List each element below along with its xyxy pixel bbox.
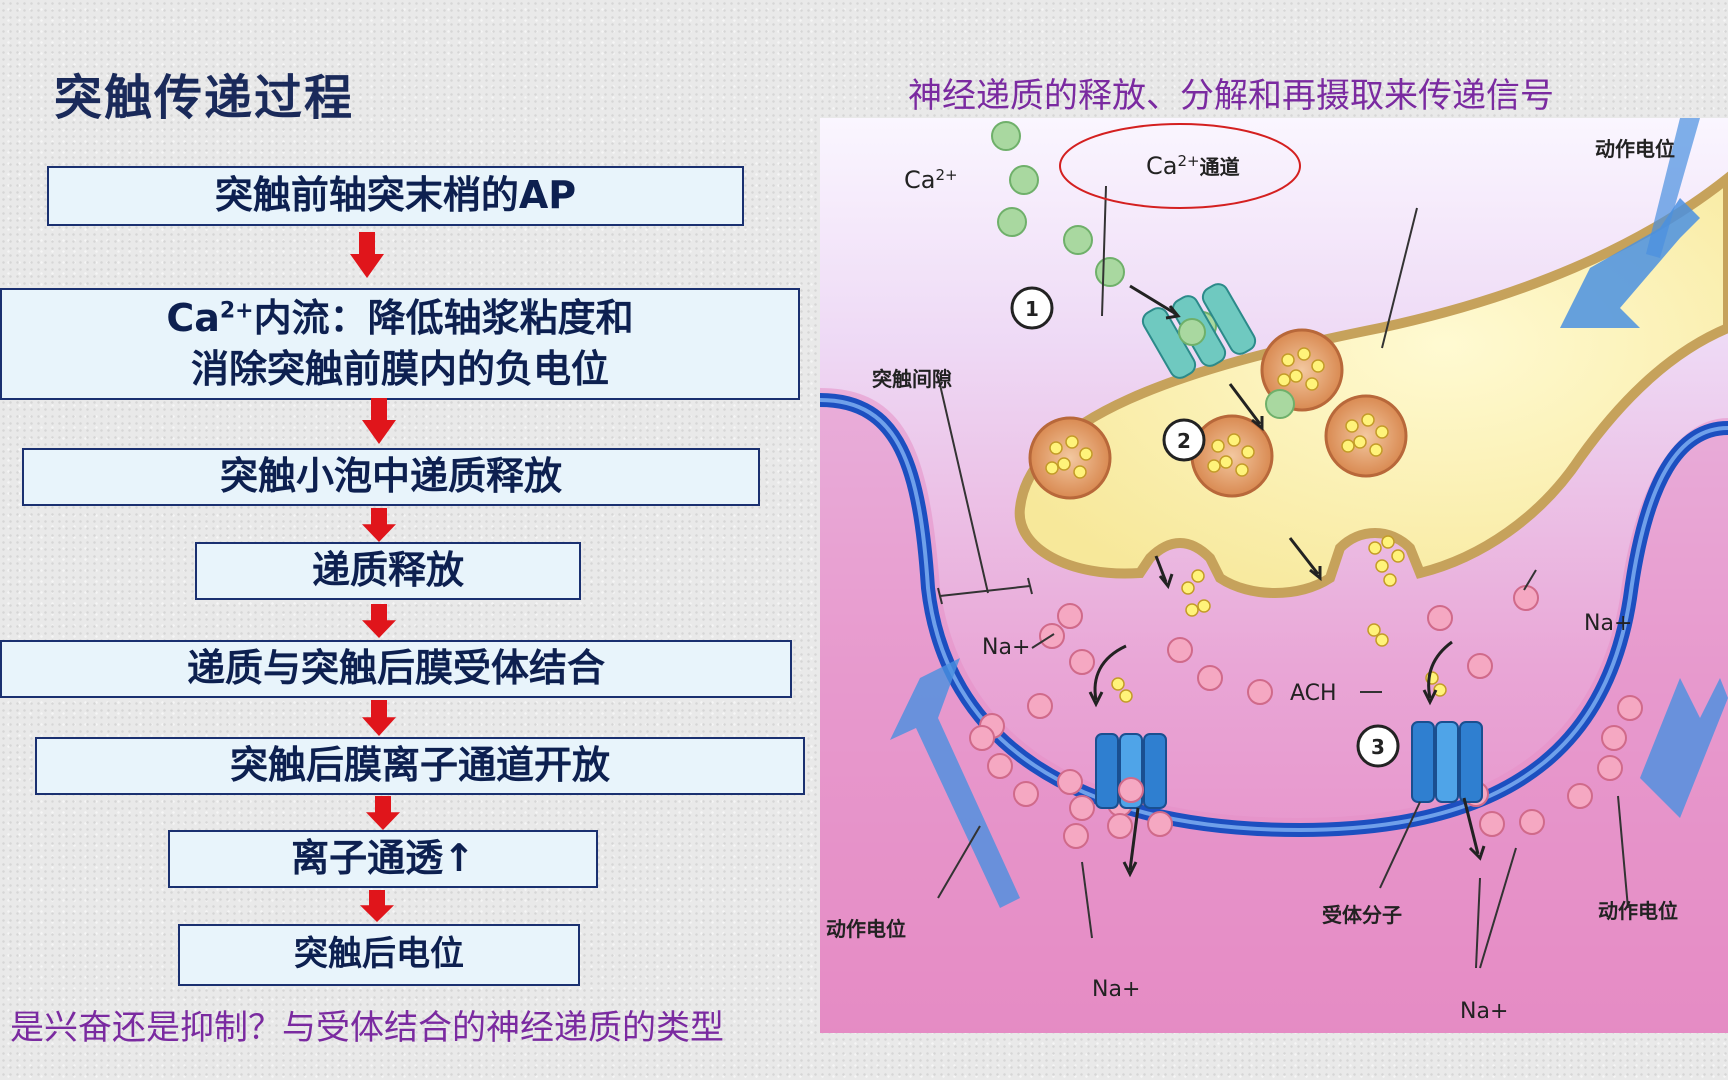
flow-step-7-text: 离子通透↑ [291,836,475,881]
step-3-number: 3 [1371,735,1385,759]
flow-step-3-text: 突触小泡中递质释放 [219,454,562,499]
flow-step-2-line1: Ca2+内流：降低轴浆粘度和 [166,295,634,340]
flow-step-5: 递质与突触后膜受体结合 [0,640,792,698]
na-label-bottom-right: Na+ [1460,999,1508,1024]
flow-step-1: 突触前轴突末梢的AP [47,166,744,226]
na-label-right: Na+ [1584,611,1632,636]
page-title: 突触传递过程 [54,70,355,126]
down-arrow-icon [360,890,394,936]
calcium-channel [1141,283,1257,379]
flow-step-4: 递质释放 [195,542,581,600]
flow-step-1-text: 突触前轴突末梢的AP [214,173,577,218]
leader-lines [937,185,1629,969]
flow-arrows [1088,284,1486,878]
down-arrow-icon [362,398,396,444]
highlight-ellipse [1059,123,1301,209]
down-arrow-icon [362,508,396,554]
action-potential-top-label: 动作电位 [1595,137,1675,161]
flow-step-6: 突触后膜离子通道开放 [35,737,805,795]
synapse-diagram: Ca2+ Ca2+通道 动作电位 突触间隙 1 2 3 Na+ Na+ ACH … [819,118,1728,1033]
ca-label: Ca2+ [904,166,958,194]
postsynaptic-membrane-highlight [819,398,1728,833]
na-label-left: Na+ [982,635,1030,660]
flow-step-2-line2: 消除突触前膜内的负电位 [190,347,609,391]
down-arrow-icon [362,604,396,650]
na-label-bottom-left: Na+ [1092,977,1140,1002]
calcium-ions [991,121,1295,419]
flow-step-4-text: 递质释放 [311,548,464,593]
action-potential-left-label: 动作电位 [826,917,906,941]
presynaptic-terminal [1014,171,1728,598]
flow-step-5-text: 递质与突触后膜受体结合 [186,646,605,691]
flow-step-8-text: 突触后电位 [294,934,464,975]
flow-step-3: 突触小泡中递质释放 [22,448,760,506]
down-arrow-icon [350,232,384,278]
step-2-number: 2 [1177,429,1191,453]
down-arrow-icon [366,796,400,842]
synaptic-cleft-label: 突触间隙 [872,367,952,391]
ach-label: ACH [1290,681,1337,706]
postsynaptic-region [820,388,1728,1033]
receptor-channel-right [1411,721,1483,803]
flow-step-2: Ca2+内流：降低轴浆粘度和 消除突触前膜内的负电位 [0,288,800,400]
flow-step-8: 突触后电位 [178,924,580,986]
diagram-labels: Ca2+ Ca2+通道 动作电位 突触间隙 1 2 3 Na+ Na+ ACH … [826,137,1678,1024]
receptor-channel-left [1095,733,1167,809]
action-potential-right-label: 动作电位 [1598,899,1678,923]
flow-step-6-text: 突触后膜离子通道开放 [229,743,610,788]
step-1-number: 1 [1025,297,1039,321]
receptor-label: 受体分子 [1322,903,1402,927]
synapse-illustration: Ca2+ Ca2+通道 动作电位 突触间隙 1 2 3 Na+ Na+ ACH … [819,118,1728,1033]
bottom-note: 是兴奋还是抑制？与受体结合的神经递质的类型 [10,1008,724,1048]
ca-channel-label: Ca2+通道 [1146,152,1240,180]
step-markers [1010,286,1400,768]
down-arrow-icon [362,700,396,746]
flow-step-7: 离子通透↑ [168,830,598,888]
action-potential-arrows [890,118,1728,908]
synaptic-vesicles [1028,328,1408,500]
diagram-subtitle: 神经递质的释放、分解和再摄取来传递信号 [908,76,1554,116]
